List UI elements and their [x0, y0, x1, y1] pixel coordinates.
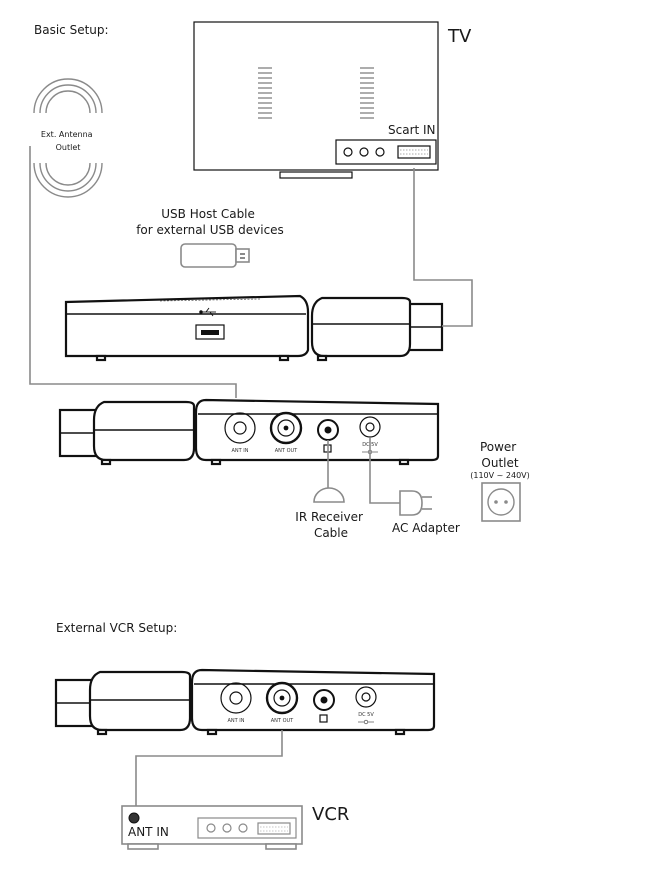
- vcr: [121, 805, 303, 850]
- vcr-rca-port: [206, 823, 216, 833]
- tv-scart-port: [397, 145, 431, 159]
- receiver-back-view: ANT IN ANT OUT DC 5V: [194, 398, 440, 466]
- ir-port: [317, 419, 339, 441]
- ac-adapter-wire: [369, 438, 400, 504]
- mini-usb-port: [195, 324, 225, 340]
- ac-adapter-icon: [399, 490, 432, 516]
- basic-setup-heading: Basic Setup:: [34, 23, 109, 37]
- vcr-dc-power-port: [355, 686, 377, 708]
- vcr-rca-port: [222, 823, 232, 833]
- vcr-receiver-connector: [54, 670, 192, 736]
- receiver-hinged-connector: [310, 296, 444, 362]
- vcr-label: VCR: [312, 804, 349, 825]
- tv: [193, 21, 439, 179]
- scart-wire: [413, 168, 473, 327]
- vcr-setup-heading: External VCR Setup:: [56, 621, 177, 635]
- usb-cable-label: USB Host Cable for external USB devices: [136, 207, 284, 237]
- tv-rca-port: [375, 147, 385, 157]
- ant-in-port: [224, 412, 256, 444]
- vcr-ant-in-port: [220, 682, 252, 714]
- vcr-dc-port-label: DC 5V: [358, 712, 374, 718]
- tv-label: TV: [447, 26, 472, 47]
- vcr-ant-in-label: ANT IN: [128, 825, 169, 839]
- ir-receiver-icon: [313, 487, 345, 503]
- power-outlet-label: Power Outlet: [480, 440, 520, 470]
- vcr-ant-out-port-label: ANT OUT: [271, 718, 294, 724]
- vcr-ir-port: [313, 689, 335, 711]
- receiver-top-view: [64, 294, 310, 362]
- usb-drive-icon: [180, 243, 250, 268]
- tv-stand: [279, 171, 353, 179]
- tv-port-panel: [335, 139, 437, 165]
- vcr-antenna-wire: [135, 730, 283, 806]
- tv-rca-port: [359, 147, 369, 157]
- vcr-ant-out-port: [265, 681, 299, 715]
- vcr-dc-polarity-icon: [358, 719, 374, 725]
- power-outlet-icon: [481, 482, 521, 522]
- vcr-ant-in-port-label: ANT IN: [227, 718, 244, 724]
- vcr-ant-in-port-icon: [128, 812, 140, 824]
- receiver-back-connector: [58, 400, 196, 466]
- power-voltage-label: (110V ~ 240V): [470, 471, 530, 480]
- vcr-rca-port: [238, 823, 248, 833]
- ac-adapter-label: AC Adapter: [392, 521, 460, 535]
- antenna-outlet-label: Ext. Antenna Outlet: [41, 130, 95, 152]
- ir-receiver-label: IR Receiver Cable: [295, 510, 366, 540]
- vcr-ir-icon: [319, 714, 328, 723]
- tv-speaker-grille-left: [258, 67, 272, 119]
- vcr-scart-port: [257, 822, 291, 835]
- vcr-receiver-back-view: ANT IN ANT OUT DC 5V: [190, 668, 436, 736]
- usb-symbol-icon: [199, 307, 216, 317]
- tv-rca-port: [343, 147, 353, 157]
- ant-in-port-label: ANT IN: [231, 448, 248, 454]
- scart-in-label: Scart IN: [388, 123, 436, 137]
- antenna-wire: [29, 146, 237, 398]
- ant-out-port: [269, 411, 303, 445]
- dc-power-port: [359, 416, 381, 438]
- antenna-outlet-icon: [33, 78, 103, 198]
- ant-out-port-label: ANT OUT: [275, 448, 298, 454]
- tv-speaker-grille-right: [360, 67, 374, 119]
